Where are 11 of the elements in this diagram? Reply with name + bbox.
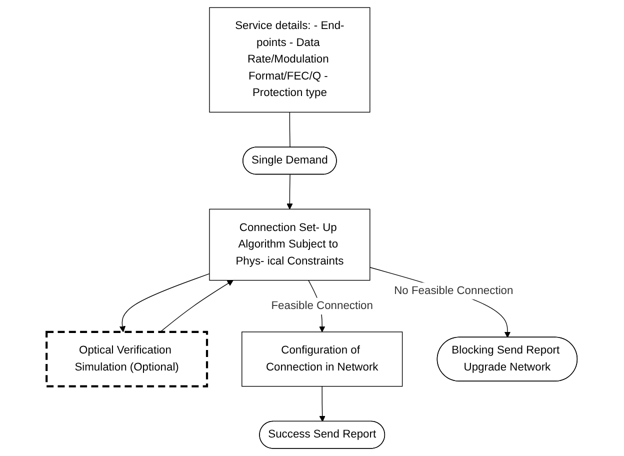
arrow xyxy=(286,174,293,210)
arrow xyxy=(160,280,234,332)
node-box: Configuration of Connection in Network xyxy=(242,332,403,387)
node-box: Service details: - End-points - Data Rate/Modulation Format/FEC/Q - Protection type xyxy=(209,7,370,113)
arrow xyxy=(319,386,326,422)
node-box: Optical Verification Simulation (Optional) xyxy=(46,330,208,388)
edge-label: Feasible Connection xyxy=(271,300,374,312)
edge-label: No Feasible Connection xyxy=(394,284,514,297)
connector xyxy=(289,112,290,148)
node-box: Connection Set- Up Algorithm Subject to Phys- ical Constraints xyxy=(209,208,370,281)
arrow xyxy=(120,273,210,332)
